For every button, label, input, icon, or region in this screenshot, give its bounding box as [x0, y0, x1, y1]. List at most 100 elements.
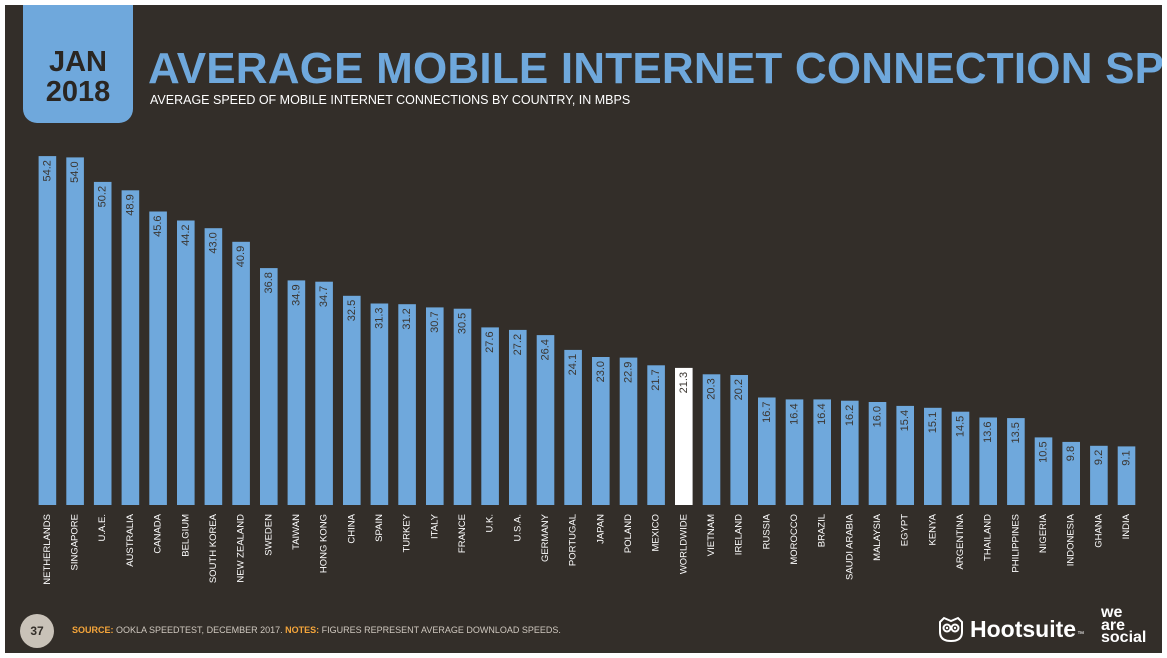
- hootsuite-logo: Hootsuite ™: [937, 614, 1084, 644]
- bar-germany: [536, 335, 555, 505]
- value-label-nigeria: 10.5: [1038, 441, 1050, 462]
- category-label-egypt: EGYPT: [900, 514, 911, 546]
- value-label-worldwide: 21.3: [678, 372, 690, 393]
- value-label-kenya: 15.1: [927, 412, 939, 433]
- bar-u-s-a: [509, 329, 527, 505]
- value-label-argentina: 14.5: [955, 416, 967, 437]
- bar-brazil: [813, 399, 831, 505]
- bar-italy: [426, 307, 444, 505]
- value-label-india: 9.1: [1121, 450, 1133, 465]
- bar-sweden: [260, 268, 278, 505]
- value-label-u-k: 27.6: [484, 331, 496, 352]
- category-label-ireland: IRELAND: [734, 514, 745, 555]
- value-label-poland: 22.9: [623, 362, 635, 383]
- category-label-saudi-arabia: SAUDI ARABIA: [844, 513, 855, 580]
- bar-netherlands: [38, 156, 57, 505]
- value-label-australia: 48.9: [124, 194, 136, 215]
- value-label-japan: 23.0: [595, 361, 607, 382]
- notes-text: FIGURES REPRESENT AVERAGE DOWNLOAD SPEED…: [321, 625, 561, 635]
- value-label-south-korea: 43.0: [207, 232, 219, 253]
- bar-mexico: [647, 365, 665, 505]
- bar-belgium: [177, 220, 195, 505]
- value-label-spain: 31.3: [373, 308, 385, 329]
- bar-japan: [592, 357, 610, 505]
- bar-south-korea: [204, 228, 223, 505]
- value-label-philippines: 13.5: [1010, 422, 1022, 443]
- category-label-sweden: SWEDEN: [263, 514, 274, 556]
- chart-subtitle: AVERAGE SPEED OF MOBILE INTERNET CONNECT…: [150, 93, 631, 107]
- category-label-new-zealand: NEW ZEALAND: [236, 514, 247, 583]
- value-label-sweden: 36.8: [263, 272, 275, 293]
- owl-icon: [939, 616, 963, 643]
- value-label-belgium: 44.2: [180, 225, 192, 246]
- bar-u-a-e: [93, 181, 112, 505]
- bar-taiwan: [287, 280, 306, 505]
- category-label-philippines: PHILIPPINES: [1010, 514, 1021, 573]
- bar-worldwide: [675, 367, 693, 505]
- value-label-brazil: 16.4: [816, 403, 828, 424]
- bar-singapore: [66, 157, 84, 505]
- bar-russia: [758, 397, 776, 505]
- category-label-u-a-e: U.A.E.: [97, 514, 108, 541]
- bar-ireland: [730, 375, 748, 505]
- value-label-ghana: 9.2: [1093, 450, 1105, 465]
- category-label-netherlands: NETHERLANDS: [42, 514, 53, 585]
- bar-kenya: [924, 407, 942, 505]
- value-label-russia: 16.7: [761, 402, 773, 423]
- category-label-argentina: ARGENTINA: [955, 513, 966, 569]
- category-label-morocco: MOROCCO: [789, 514, 800, 565]
- date-badge: JAN 2018: [23, 5, 133, 123]
- category-label-ghana: GHANA: [1093, 513, 1104, 547]
- bar-poland: [619, 357, 638, 505]
- value-label-china: 32.5: [346, 300, 358, 321]
- category-label-australia: AUSTRALIA: [125, 513, 136, 566]
- bar-saudi-arabia: [841, 400, 859, 505]
- category-label-italy: ITALY: [429, 513, 440, 539]
- bar-malaysia: [868, 402, 887, 505]
- was-logo-line: are: [1101, 616, 1126, 634]
- category-label-china: CHINA: [346, 513, 357, 543]
- category-label-hong-kong: HONG KONG: [319, 514, 330, 573]
- page-number: 37: [20, 614, 54, 648]
- bar-argentina: [951, 411, 970, 505]
- category-label-vietnam: VIETNAM: [706, 514, 717, 556]
- value-label-indonesia: 9.8: [1065, 446, 1077, 461]
- source-note: SOURCE: OOKLA SPEEDTEST, DECEMBER 2017. …: [72, 625, 561, 635]
- slide: JAN 2018 AVERAGE MOBILE INTERNET CONNECT…: [5, 5, 1162, 653]
- value-label-netherlands: 54.2: [41, 160, 53, 181]
- category-label-belgium: BELGIUM: [180, 514, 191, 557]
- source-text: OOKLA SPEEDTEST, DECEMBER 2017.: [116, 625, 283, 635]
- bar-egypt: [896, 405, 914, 505]
- category-label-turkey: TURKEY: [402, 513, 413, 552]
- bar-nigeria: [1034, 437, 1053, 505]
- category-label-brazil: BRAZIL: [817, 514, 828, 547]
- category-label-france: FRANCE: [457, 514, 468, 553]
- bar-new-zealand: [232, 241, 250, 506]
- category-label-spain: SPAIN: [374, 514, 385, 542]
- bar-china: [343, 295, 361, 505]
- category-label-kenya: KENYA: [927, 513, 938, 545]
- value-label-mexico: 21.7: [650, 369, 662, 390]
- we-are-social-logo: we are social: [1101, 605, 1146, 645]
- bar-philippines: [1007, 418, 1025, 505]
- chart-title: AVERAGE MOBILE INTERNET CONNECTION SPEED…: [148, 44, 1162, 93]
- bar-ghana: [1090, 445, 1108, 505]
- value-label-portugal: 24.1: [567, 354, 579, 375]
- bar-spain: [370, 303, 389, 505]
- category-label-germany: GERMANY: [540, 513, 551, 562]
- category-label-worldwide: WORLDWIDE: [678, 514, 689, 574]
- bar-thailand: [979, 417, 997, 505]
- value-label-france: 30.5: [457, 313, 469, 334]
- value-label-singapore: 54.0: [69, 161, 81, 182]
- category-label-singapore: SINGAPORE: [70, 514, 81, 571]
- trademark-mark: ™: [1077, 631, 1085, 638]
- bar-turkey: [398, 304, 416, 505]
- date-month: JAN: [48, 46, 107, 78]
- bar-india: [1117, 446, 1136, 505]
- category-label-taiwan: TAIWAN: [291, 514, 302, 550]
- value-label-u-s-a: 27.2: [512, 334, 524, 355]
- bar-vietnam: [702, 374, 721, 505]
